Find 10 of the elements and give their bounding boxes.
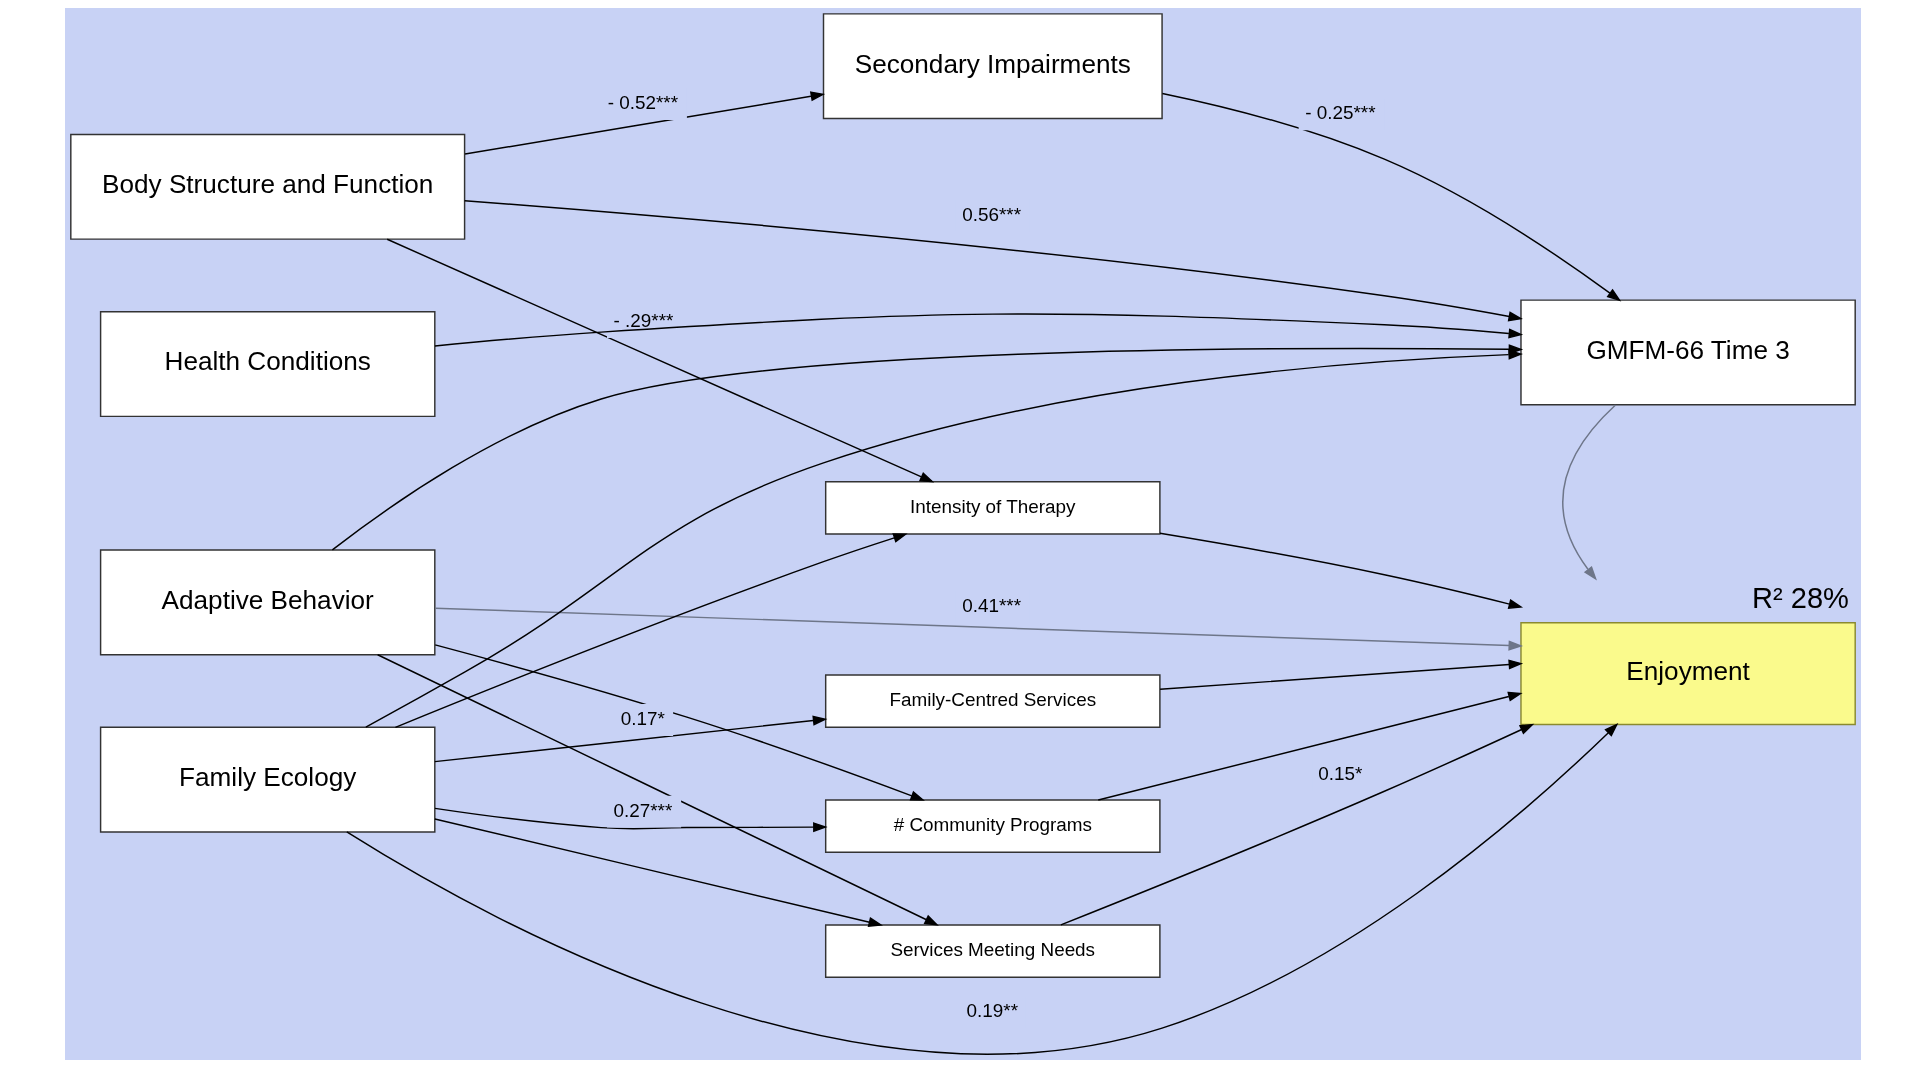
- edge-label: 0.19**: [966, 1000, 1018, 1022]
- edge-label: - 0.52***: [607, 91, 678, 113]
- edge-label: 0.15*: [1317, 763, 1362, 785]
- edge-label: - .29***: [613, 309, 673, 331]
- node-label: R² 28%: [1751, 582, 1849, 615]
- edge-label: 0.41***: [961, 594, 1021, 616]
- edge-label: 0.17*: [620, 708, 665, 730]
- edge-label: 0.56***: [961, 203, 1021, 225]
- edge-label: - 0.25***: [1304, 102, 1376, 124]
- edge-label: 0.27***: [613, 799, 672, 821]
